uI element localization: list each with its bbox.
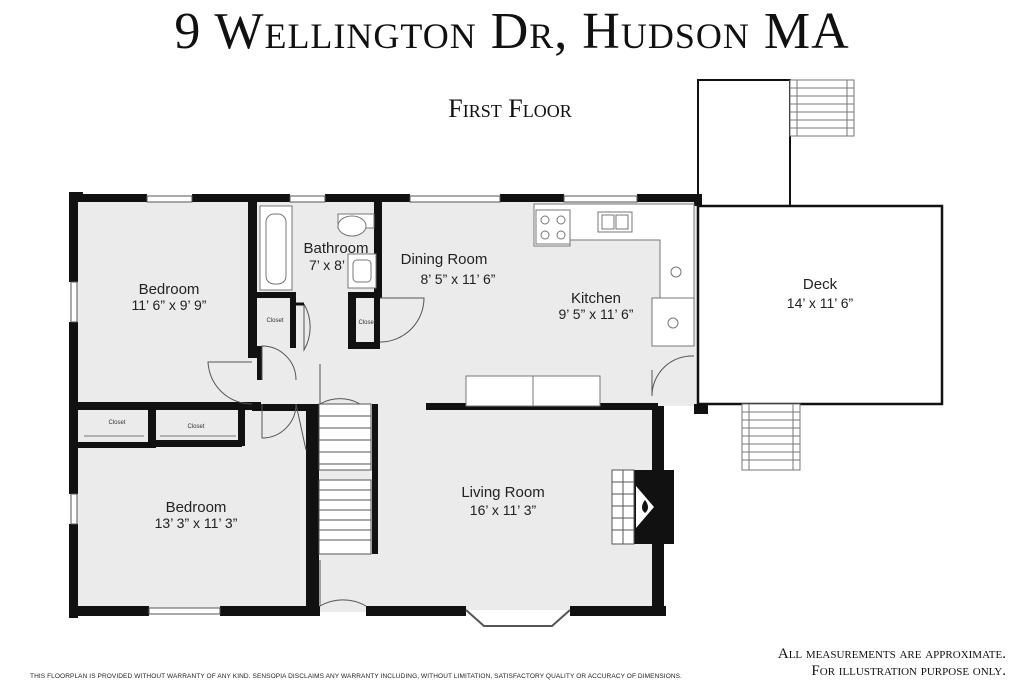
fireplace (611, 469, 654, 545)
measurement-note-line-1: All measurements are approximate. (777, 646, 1006, 662)
deck-stairs-top (789, 79, 855, 137)
room-dims-bedroom-2: 13’ 3” x 11’ 3” (155, 515, 238, 531)
room-labels: Bedroom 11’ 6” x 9’ 9” Bathroom 7’ x 8’ … (108, 240, 853, 531)
room-dims-bathroom: 7’ x 8’ (309, 257, 345, 273)
exterior-walls (69, 192, 708, 618)
disclaimer: THIS FLOORPLAN IS PROVIDED WITHOUT WARRA… (30, 673, 682, 680)
floor-label: First Floor (448, 94, 572, 123)
room-dims-kitchen: 9’ 5” x 11’ 6” (559, 306, 634, 322)
kitchen-fixtures (465, 203, 695, 407)
stairs (318, 403, 372, 555)
room-dims-living-room: 16’ x 11’ 3” (470, 502, 537, 518)
bay-window (465, 609, 571, 627)
room-dims-deck: 14’ x 11’ 6” (787, 295, 854, 311)
room-name-dining-room: Dining Room (401, 251, 488, 268)
measurement-note: All measurements are approximate. For il… (778, 646, 1006, 680)
room-name-bathroom: Bathroom (303, 240, 368, 257)
page-title: 9 Wellington Dr, Hudson MA (174, 3, 850, 60)
room-name-bedroom-2: Bedroom (166, 499, 227, 516)
room-name-deck: Deck (803, 276, 838, 293)
room-name-living-room: Living Room (461, 484, 544, 501)
measurement-note-line-2: For illustration purpose only. (811, 663, 1006, 679)
room-name-kitchen: Kitchen (571, 290, 621, 307)
deck-stairs-bottom (741, 403, 801, 471)
deck-area (696, 79, 944, 471)
closet-label-4: Closet (187, 424, 204, 430)
room-dims-dining-room: 8’ 5” x 11’ 6” (421, 271, 496, 287)
closet-label-1: Closet (266, 318, 283, 324)
closet-label-3: Closet (108, 420, 125, 426)
closet-label-2: Closet (358, 320, 375, 326)
windows (70, 195, 638, 615)
bathroom-fixtures (259, 205, 377, 291)
room-name-bedroom-1: Bedroom (139, 281, 200, 298)
room-dims-bedroom-1: 11’ 6” x 9’ 9” (132, 297, 207, 313)
